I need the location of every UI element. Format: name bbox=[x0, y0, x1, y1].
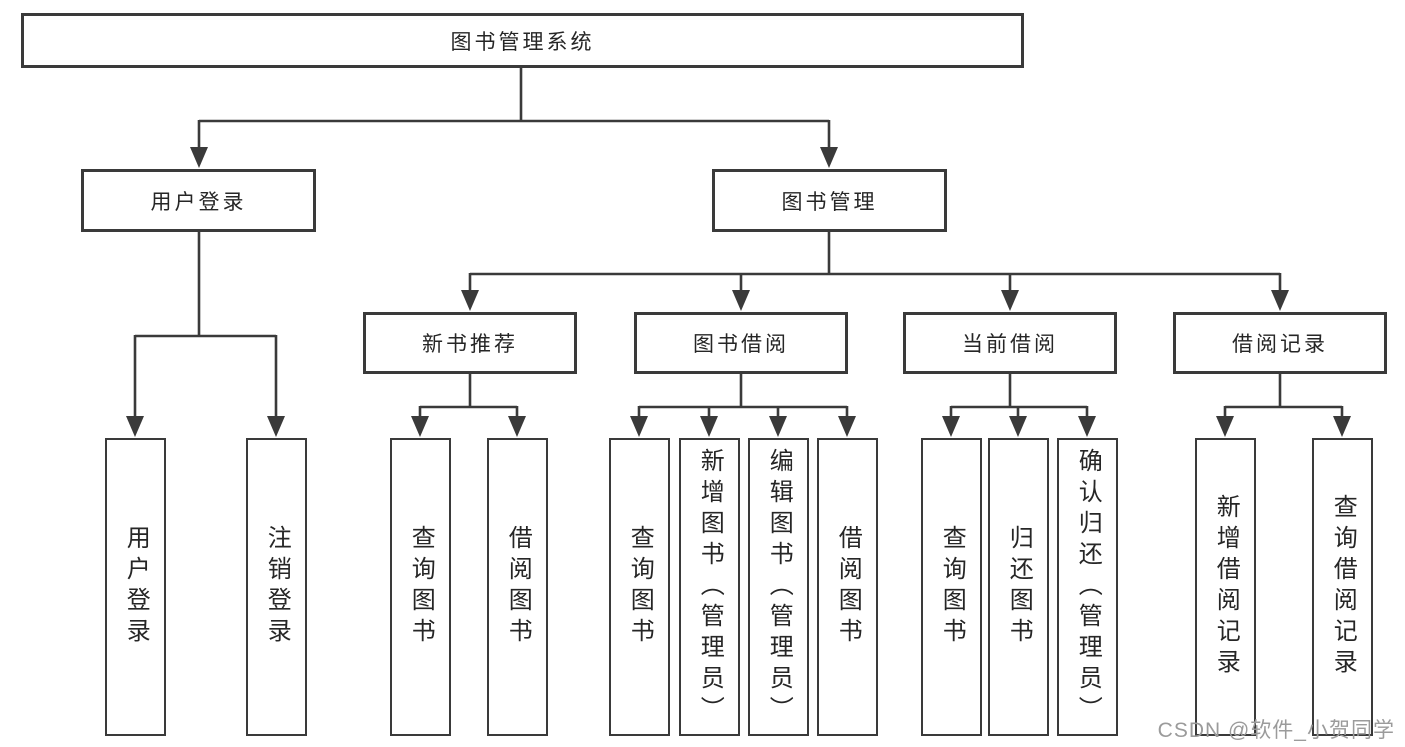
leaf-add-books-admin: 新增图书（管理员） bbox=[678, 438, 740, 736]
node-label: 用户登录 bbox=[122, 525, 150, 649]
node-new-book-recommend: 新书推荐 bbox=[363, 312, 577, 374]
node-current-borrow: 当前借阅 bbox=[903, 312, 1117, 374]
node-label: 查询图书 bbox=[938, 525, 966, 649]
node-label: 查询图书 bbox=[407, 525, 435, 649]
node-label: 当前借阅 bbox=[962, 333, 1058, 356]
leaf-confirm-return-admin: 确认归还（管理员） bbox=[1056, 438, 1118, 736]
leaf-borrow-query-books: 查询图书 bbox=[608, 438, 670, 736]
node-label: 借阅记录 bbox=[1232, 333, 1328, 356]
leaf-user-login: 用户登录 bbox=[104, 438, 166, 736]
leaf-recommend-query-books: 查询图书 bbox=[389, 438, 451, 736]
node-book-management: 图书管理 bbox=[712, 169, 947, 232]
leaf-current-query-books: 查询图书 bbox=[920, 438, 982, 736]
node-borrow-records: 借阅记录 bbox=[1173, 312, 1387, 374]
node-label: 借阅图书 bbox=[504, 525, 532, 649]
leaf-logout: 注销登录 bbox=[245, 438, 307, 736]
arrowheads bbox=[126, 147, 1351, 437]
leaf-recommend-borrow-books: 借阅图书 bbox=[486, 438, 548, 736]
node-label: 用户登录 bbox=[150, 190, 247, 214]
node-label: 新增借阅记录 bbox=[1212, 494, 1240, 680]
node-label: 编辑图书（管理员） bbox=[765, 447, 793, 727]
csdn-watermark: CSDN @软件_小贺同学 bbox=[1157, 719, 1395, 742]
node-label: 新增图书（管理员） bbox=[696, 447, 724, 727]
node-label: 查询图书 bbox=[626, 525, 654, 649]
node-label: 图书管理系统 bbox=[450, 30, 595, 54]
node-label: 图书管理 bbox=[781, 190, 878, 214]
node-label: 借阅图书 bbox=[834, 525, 862, 649]
leaf-edit-books-admin: 编辑图书（管理员） bbox=[747, 438, 809, 736]
node-label: 查询借阅记录 bbox=[1329, 494, 1357, 680]
node-label: 注销登录 bbox=[263, 525, 291, 649]
leaf-query-borrow-record: 查询借阅记录 bbox=[1311, 438, 1373, 736]
node-book-borrow: 图书借阅 bbox=[634, 312, 848, 374]
node-label: 归还图书 bbox=[1005, 525, 1033, 649]
node-label: 确认归还（管理员） bbox=[1074, 447, 1102, 727]
node-user-login: 用户登录 bbox=[81, 169, 316, 232]
leaf-return-books: 归还图书 bbox=[987, 438, 1049, 736]
node-label: 新书推荐 bbox=[422, 333, 518, 356]
leaf-borrow-books: 借阅图书 bbox=[816, 438, 878, 736]
node-library-system: 图书管理系统 bbox=[21, 13, 1024, 68]
node-label: 图书借阅 bbox=[693, 333, 789, 356]
leaf-add-borrow-record: 新增借阅记录 bbox=[1194, 438, 1256, 736]
